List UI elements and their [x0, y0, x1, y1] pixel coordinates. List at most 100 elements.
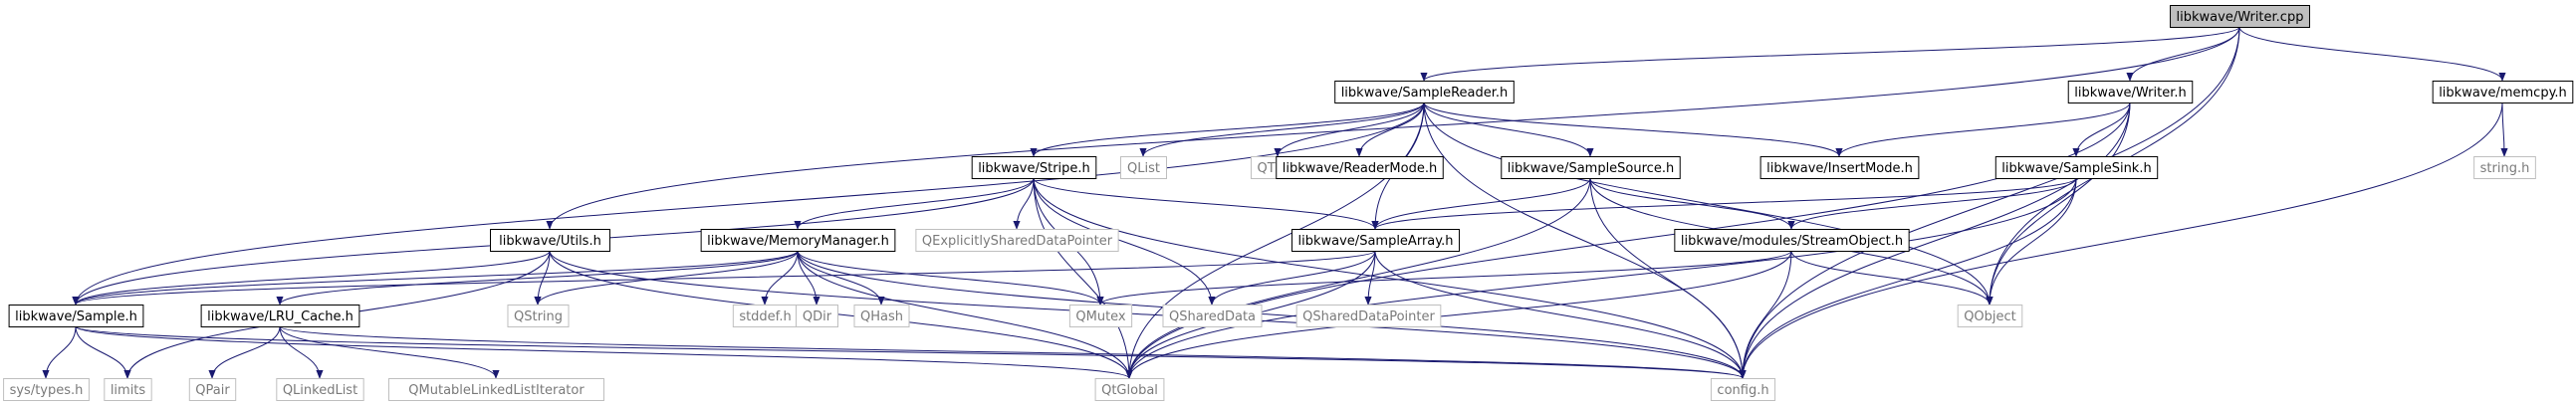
node-box [1674, 229, 1910, 252]
edge-utils_h-to-sample_h [72, 250, 551, 306]
node-box [971, 156, 1097, 179]
node-writer-cpp[interactable]: libkwave/Writer.cpp [2170, 5, 2310, 28]
edge-samplesink_h-to-samplearray_h [1371, 177, 2077, 230]
node-label: QDir [803, 309, 832, 324]
node-label: QString [514, 309, 563, 324]
node-label: QList [1127, 161, 1160, 176]
node-stripe-h[interactable]: libkwave/Stripe.h [971, 156, 1097, 179]
node-insertmode-h[interactable]: libkwave/InsertMode.h [1759, 156, 1920, 179]
node-samplesource-h[interactable]: libkwave/SampleSource.h [1501, 156, 1681, 179]
edge-lru_cache_h-to-qlinkedlist [279, 325, 324, 379]
node-samplesink-h[interactable]: libkwave/SampleSink.h [1994, 156, 2159, 179]
edge-sample_h-to-config_h [75, 325, 1747, 379]
edge-samplereader_h-to-qobject [1423, 102, 1993, 306]
node-string-h: string.h [2473, 156, 2536, 179]
edge-sample_h-to-qtglobal [75, 325, 1133, 379]
node-sys-types-h: sys/types.h [3, 378, 90, 401]
node-box [2170, 5, 2310, 28]
edge-sample_h-to-sys_types_h [42, 325, 77, 379]
node-box [915, 229, 1119, 252]
node-limits: limits [104, 378, 152, 401]
node-box [104, 378, 152, 401]
edge-samplesource_h-to-config_h [1589, 177, 1747, 379]
edge-stripe_h-to-memorymanager_h [794, 177, 1035, 230]
node-label: libkwave/SampleReader.h [1341, 86, 1509, 101]
node-box [1120, 156, 1167, 179]
node-label: QMutex [1075, 309, 1126, 324]
node-qmutablelinkedlistiterator: QMutableLinkedListIterator [388, 378, 604, 401]
node-box [1957, 305, 2023, 327]
node-label: libkwave/modules/StreamObject.h [1681, 234, 1903, 249]
node-label: libkwave/Writer.cpp [2177, 10, 2304, 25]
node-box [2473, 156, 2536, 179]
node-label: QSharedDataPointer [1302, 309, 1435, 324]
edge-lru_cache_h-to-qpair [208, 325, 281, 379]
node-label: libkwave/MemoryManager.h [707, 234, 889, 249]
node-box [1994, 156, 2159, 179]
node-label: libkwave/Sample.h [15, 309, 137, 324]
node-label: QObject [1964, 309, 2016, 324]
node-samplearray-h[interactable]: libkwave/SampleArray.h [1291, 229, 1460, 252]
edge-samplereader_h-to-config_h [1423, 102, 1747, 379]
node-memcpy-h[interactable]: libkwave/memcpy.h [2432, 81, 2574, 103]
node-box [700, 229, 896, 252]
edge-stripe_h-to-qexplicitly [1013, 177, 1035, 230]
edge-samplereader_h-to-qtglobal [1125, 102, 1425, 379]
node-readermode-h[interactable]: libkwave/ReaderMode.h [1276, 156, 1444, 179]
edge-memcpy_h-to-string_h [2500, 102, 2508, 157]
edge-samplearray_h-to-qshareddata [1208, 250, 1376, 306]
node-qtglobal: QtGlobal [1094, 378, 1165, 401]
edge-writer_cpp-to-memcpy_h [2238, 26, 2506, 82]
node-box [1759, 156, 1920, 179]
node-box [1094, 378, 1165, 401]
node-label: QExplicitlySharedDataPointer [922, 234, 1113, 249]
node-label: libkwave/SampleSink.h [2001, 161, 2151, 176]
node-label: libkwave/SampleSource.h [1508, 161, 1674, 176]
edge-samplearray_h-to-config_h [1374, 250, 1747, 379]
node-label: libkwave/Utils.h [499, 234, 601, 249]
node-qhash: QHash [853, 305, 910, 327]
node-label: QMutableLinkedListIterator [408, 383, 585, 398]
node-memorymanager-h[interactable]: libkwave/MemoryManager.h [700, 229, 896, 252]
node-label: libkwave/InsertMode.h [1766, 161, 1913, 176]
node-qmutex: QMutex [1068, 305, 1133, 327]
edge-writer_cpp-to-writer_h [2126, 26, 2240, 82]
edge-samplearray_h-to-qshareddatapointer [1364, 250, 1376, 306]
edge-utils_h-to-qtglobal [549, 250, 1133, 379]
node-box [200, 305, 360, 327]
edge-streamobject_h-to-qtglobal [1125, 250, 1792, 379]
edge-stripe_h-to-config_h [1033, 177, 1747, 379]
node-label: QPair [195, 383, 230, 398]
node-qshareddata: QSharedData [1162, 305, 1263, 327]
node-qobject: QObject [1957, 305, 2023, 327]
node-streamobject-h[interactable]: libkwave/modules/StreamObject.h [1674, 229, 1910, 252]
node-sample-h[interactable]: libkwave/Sample.h [8, 305, 144, 327]
edge-stripe_h-to-samplearray_h [1033, 177, 1379, 230]
edge-utils_h-to-config_h [549, 250, 1747, 379]
node-label: stddef.h [739, 309, 791, 324]
node-label: QLinkedList [283, 383, 357, 398]
node-writer-h[interactable]: libkwave/Writer.h [2067, 81, 2194, 103]
node-qpair: QPair [188, 378, 237, 401]
node-box [3, 378, 90, 401]
node-box [2067, 81, 2194, 103]
node-lru-cache-h[interactable]: libkwave/LRU_Cache.h [200, 305, 360, 327]
edge-layer [42, 26, 2508, 379]
edge-samplereader_h-to-samplesource_h [1423, 102, 1594, 157]
edge-samplesource_h-to-qtglobal [1125, 177, 1591, 379]
node-box [1162, 305, 1263, 327]
node-utils-h[interactable]: libkwave/Utils.h [490, 229, 610, 252]
edge-writer_h-to-qtglobal [1125, 102, 2131, 379]
node-box [276, 378, 364, 401]
edge-samplesource_h-to-streamobject_h [1589, 177, 1795, 230]
edge-memorymanager_h-to-qstring [534, 250, 799, 306]
node-label: libkwave/Writer.h [2074, 86, 2187, 101]
edge-lru_cache_h-to-qmutablelinkedlistiterator [279, 325, 500, 379]
node-layer: libkwave/Writer.cpp libkwave/SampleReader… [3, 5, 2574, 401]
node-label: string.h [2480, 161, 2530, 176]
edge-writer_h-to-insertmode_h [1835, 102, 2131, 157]
edge-lru_cache_h-to-config_h [279, 325, 1747, 379]
edge-memorymanager_h-to-qdir [797, 250, 820, 306]
node-samplereader-h[interactable]: libkwave/SampleReader.h [1334, 81, 1515, 103]
